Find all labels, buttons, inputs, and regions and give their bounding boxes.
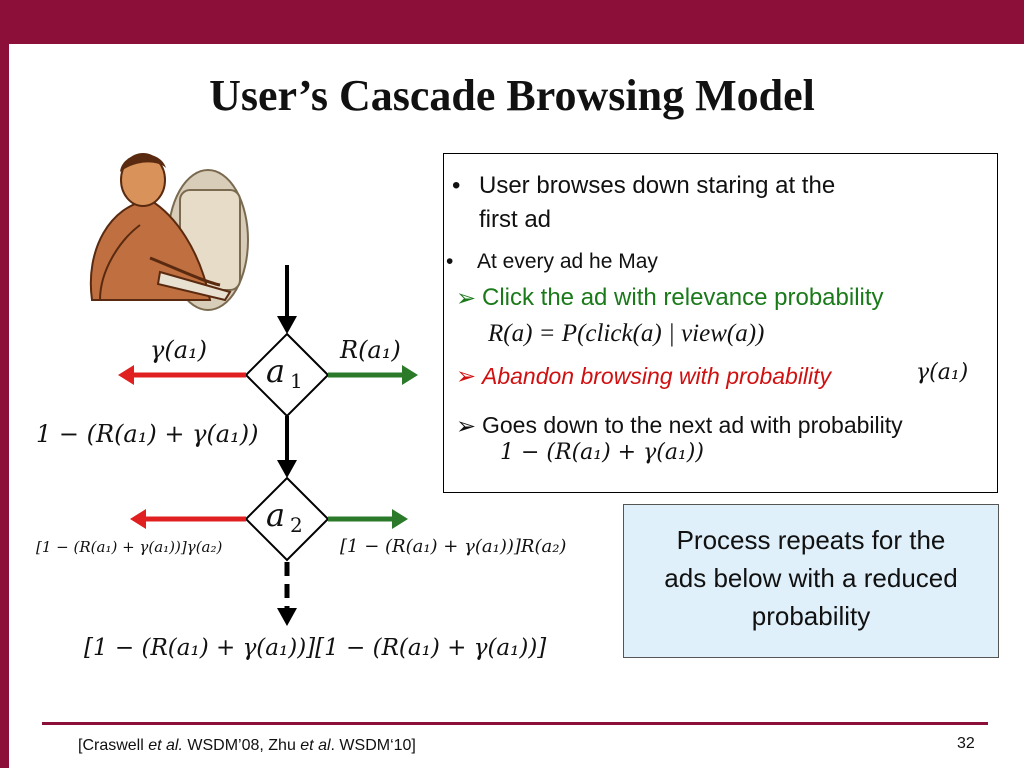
bullet-dot-2: •: [446, 250, 454, 273]
process-repeats-note: Process repeats for the ads below with a…: [623, 504, 999, 658]
bullet1-line1: User browses down staring at the: [479, 172, 836, 199]
cascade-continue-prob: [1 − (R(a₁) + γ(a₁))][1 − (R(a₁) + γ(a₁)…: [84, 635, 547, 661]
repeat-line-3: probability: [751, 601, 871, 631]
model-description-box: • User browses down staring at the first…: [443, 153, 998, 493]
repeat-line-2: ads below with a reduced: [664, 563, 958, 593]
node2-abandon-prob: [1 − (R(a₁) + γ(a₁))]γ(a₂): [36, 538, 223, 556]
citation: [Craswell et al. WSDM’08, Zhu et al. WSD…: [78, 737, 416, 754]
footer-rule: [42, 722, 988, 725]
user-at-computer-icon: [89, 153, 249, 311]
ad-node-1: a 1: [244, 332, 330, 418]
goes-down-text: Goes down to the next ad with probabilit…: [482, 412, 903, 438]
node1-abandon-prob: γ(a₁): [150, 336, 207, 364]
abandon-text: Abandon browsing with probability: [482, 363, 832, 389]
abandon-arrow-glyph: ➢: [456, 363, 477, 390]
node2-click-prob: [1 − (R(a₁) + γ(a₁))]R(a₂): [340, 536, 567, 557]
page-number: 32: [957, 735, 975, 752]
slide-title: User’s Cascade Browsing Model: [209, 71, 815, 120]
node2-symbol: a: [266, 496, 285, 534]
click-text: Click the ad with relevance probability: [482, 284, 884, 311]
repeat-line-1: Process repeats for the: [676, 525, 946, 555]
goes-down-formula: 1 − (R(a₁) + γ(a₁)): [500, 440, 704, 465]
bullet1-line2: first ad: [479, 206, 552, 233]
goes-down-arrow-glyph: ➢: [456, 413, 477, 440]
abandon-formula: γ(a₁): [916, 360, 969, 385]
click-formula: R(a) = P(click(a) | view(a)): [488, 320, 765, 347]
node1-symbol: a: [266, 352, 285, 390]
node1-click-prob: R(a₁): [340, 336, 401, 364]
node2-index: 2: [290, 513, 303, 537]
ad-node-2: a 2: [244, 476, 330, 562]
node1-continue-prob: 1 − (R(a₁) + γ(a₁)): [36, 420, 259, 448]
bullet-dot-1: •: [452, 172, 461, 199]
node1-index: 1: [290, 369, 303, 393]
click-arrow-glyph: ➢: [456, 285, 477, 312]
top-frame-bar: [0, 0, 1024, 44]
left-frame-bar: [0, 44, 9, 768]
bullet2-text: At every ad he May: [477, 250, 658, 273]
